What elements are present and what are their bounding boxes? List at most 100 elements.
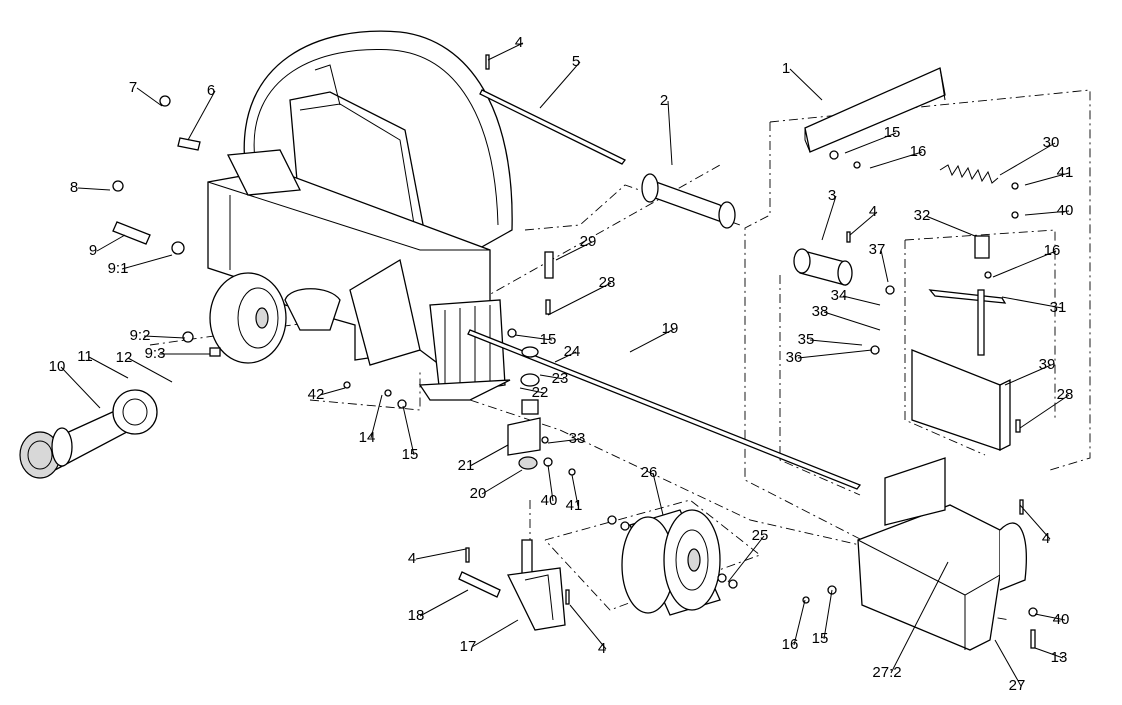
pto-shaft: [19, 389, 158, 479]
leader-line-c27: [994, 639, 1022, 687]
callout-label-c21: 21: [458, 457, 475, 474]
callout-label-c40a: 40: [1057, 202, 1074, 219]
callout-label-c38: 38: [812, 303, 829, 320]
leader-line-c15b: [514, 334, 553, 341]
callout-label-c19: 19: [662, 320, 679, 337]
roller-3: [793, 248, 853, 286]
spring: [939, 164, 999, 184]
callout-label-c4b: 4: [869, 203, 877, 220]
leader-line-c35: [809, 339, 863, 346]
callout-label-c15c: 15: [402, 446, 419, 463]
callout-label-c4a: 4: [515, 34, 523, 51]
leader-line-c30: [999, 142, 1056, 176]
leader-lines: [60, 42, 1070, 687]
callout-label-c9: 9: [89, 242, 97, 259]
callout-label-c13: 13: [1051, 649, 1068, 666]
leader-line-c2: [667, 100, 673, 166]
leader-line-c272: [890, 561, 949, 674]
callout-label-c41a: 41: [1057, 164, 1074, 181]
shield-plate: [911, 349, 1011, 452]
callout-label-c4d: 4: [408, 550, 416, 567]
leader-line-c17: [471, 619, 519, 648]
leader-line-c4e: [569, 604, 607, 650]
leader-line-c39: [1004, 364, 1052, 386]
leader-line-c29: [555, 241, 593, 261]
leader-line-c28b: [1019, 394, 1070, 429]
leader-line-c36: [797, 349, 873, 359]
leader-line-c40b: [547, 464, 554, 502]
callout-label-c4c: 4: [1042, 530, 1050, 547]
callout-label-c28a: 28: [599, 274, 616, 291]
leader-line-c10: [60, 366, 101, 409]
callout-label-c25: 25: [752, 527, 769, 544]
callout-label-c10: 10: [49, 358, 66, 375]
callout-label-c42: 42: [308, 386, 325, 403]
leader-line-c15a: [844, 132, 897, 154]
leader-line-c16a: [869, 151, 923, 169]
callout-label-c30: 30: [1043, 134, 1060, 151]
callout-label-c26: 26: [641, 464, 658, 481]
leader-line-c41b: [571, 474, 579, 507]
leader-line-c9: [96, 234, 126, 252]
callout-label-c1: 1: [782, 60, 790, 77]
callout-label-c20: 20: [470, 485, 487, 502]
callout-label-c22: 22: [532, 384, 549, 401]
leader-line-c4d: [415, 548, 467, 560]
leader-line-c12: [127, 357, 173, 383]
callout-label-c28b: 28: [1057, 386, 1074, 403]
callout-label-c8: 8: [70, 179, 78, 196]
callout-label-c16a: 16: [910, 143, 927, 160]
callout-label-c15b: 15: [540, 331, 557, 348]
leader-line-c24: [554, 351, 577, 363]
callout-label-c14: 14: [359, 429, 376, 446]
callout-label-c17: 17: [460, 638, 477, 655]
leader-line-c15c: [402, 405, 415, 456]
leader-line-c42: [319, 387, 346, 396]
lower-box-housing: [857, 457, 1027, 651]
leader-line-c14: [370, 394, 383, 439]
callout-label-c37: 37: [869, 241, 886, 258]
leader-line-c91: [121, 254, 173, 270]
leader-line-c19: [629, 328, 675, 353]
callout-label-c23: 23: [552, 370, 569, 387]
leader-line-c38: [823, 311, 881, 331]
callout-label-c16b: 16: [1044, 242, 1061, 259]
leader-line-c4c: [1019, 504, 1051, 540]
frame-wheel: [209, 272, 287, 364]
hardware: [112, 54, 1038, 649]
leader-line-c22: [519, 387, 545, 394]
leader-line-c16b: [992, 250, 1057, 278]
top-bracket-panel: [804, 67, 946, 153]
leader-line-c41a: [1024, 172, 1070, 186]
callout-label-c39: 39: [1039, 356, 1056, 373]
leader-line-c26: [652, 472, 664, 516]
callout-label-c15d: 15: [812, 630, 829, 647]
callout-label-c5: 5: [572, 53, 580, 70]
callout-label-c7: 7: [129, 79, 137, 96]
rods: [112, 89, 862, 598]
callout-label-c27: 27: [1009, 677, 1026, 694]
leader-line-c21: [469, 444, 509, 467]
leader-line-c11: [88, 356, 129, 379]
callout-label-c12: 12: [116, 349, 133, 366]
leader-line-c7: [136, 87, 163, 107]
callout-label-c33: 33: [569, 430, 586, 447]
callout-label-c272: 27:2: [872, 664, 901, 681]
caster-wheel: [621, 509, 721, 616]
callout-label-c29: 29: [580, 233, 597, 250]
callout-label-c41b: 41: [566, 497, 583, 514]
callout-label-c92: 9:2: [130, 327, 151, 344]
callout-label-c35: 35: [798, 331, 815, 348]
callout-label-c16c: 16: [782, 636, 799, 653]
leader-line-c16c: [793, 599, 806, 646]
callout-label-c34: 34: [831, 287, 848, 304]
leader-line-c23: [539, 374, 565, 380]
callout-label-c6: 6: [207, 82, 215, 99]
callout-label-c32: 32: [914, 207, 931, 224]
leader-line-c40a: [1024, 210, 1070, 216]
leader-line-c25: [727, 535, 765, 583]
caster-assembly: [507, 346, 566, 631]
leader-line-c4b: [849, 211, 878, 236]
